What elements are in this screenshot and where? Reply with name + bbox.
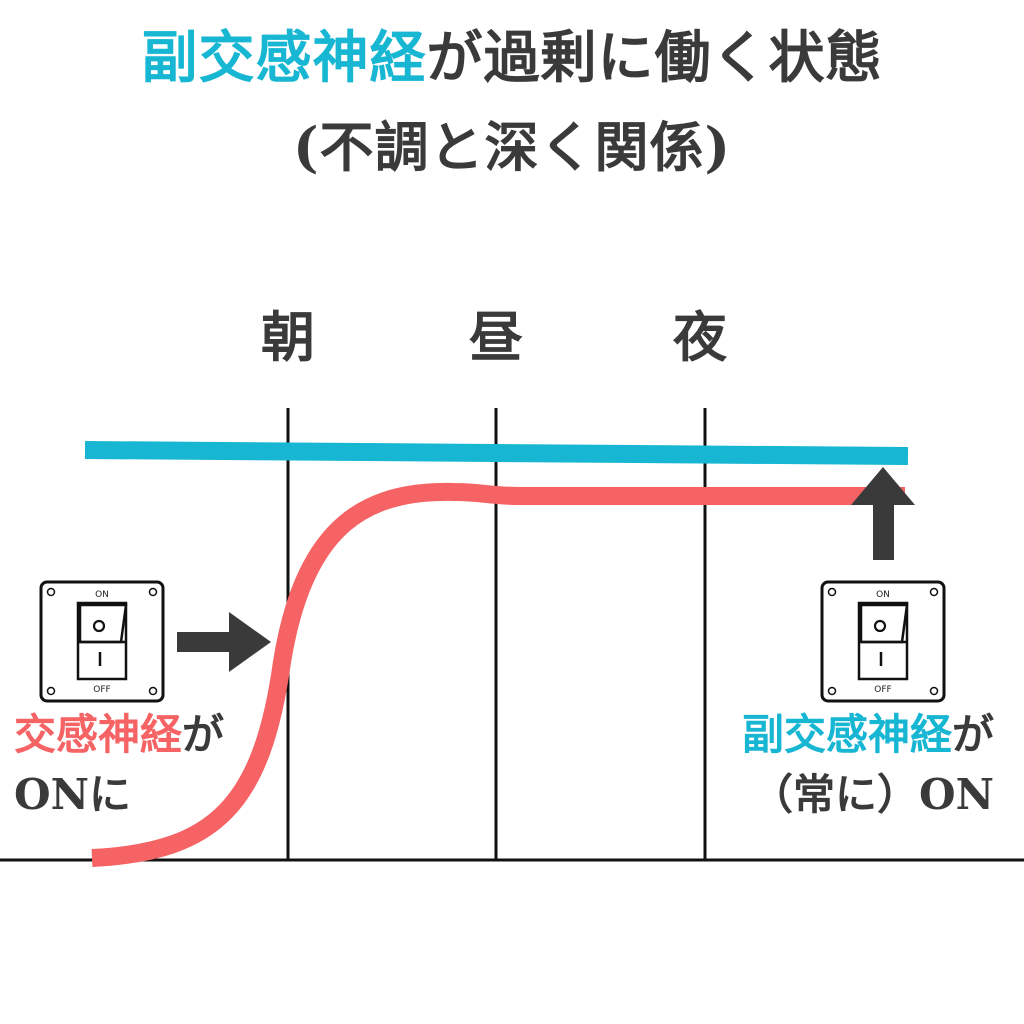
left-caption-particle: が [182,710,225,759]
switch-off-label: OFF [93,685,110,695]
label-night: 夜 [673,305,727,369]
sympathetic-curve [91,482,905,867]
left-caption-line-1: 交感神経が [14,705,224,765]
right-caption-line-1: 副交感神経が [742,705,994,765]
right-caption: 副交感神経が （常に）ON [742,705,994,825]
arrow-right-icon [177,612,271,672]
toggle-switch-icon: ON OFF [39,580,165,703]
right-caption-highlight: 副交感神経 [741,710,952,759]
parasympathetic-line [84,441,909,465]
title-rest: が過剰に働く状態 [426,25,883,91]
arrow-up-icon [851,467,915,560]
right-caption-particle: が [951,710,994,759]
left-caption: 交感神経が ONに [14,705,224,825]
left-caption-line-2: ONに [14,770,131,819]
label-morning: 朝 [261,305,315,369]
title-highlight: 副交感神経 [141,25,427,91]
label-noon: 昼 [469,305,523,369]
switch-off-label: OFF [874,685,891,695]
title-line-1: 副交感神経が過剰に働く状態 [0,22,1024,94]
toggle-switch-icon: ON OFF [820,580,946,703]
left-caption-highlight: 交感神経 [14,710,183,759]
switch-on-label: ON [876,590,890,600]
title-line-2: (不調と深く関係) [292,115,732,179]
right-caption-line-2: （常に）ON [751,770,994,819]
switch-on-label: ON [95,590,109,600]
